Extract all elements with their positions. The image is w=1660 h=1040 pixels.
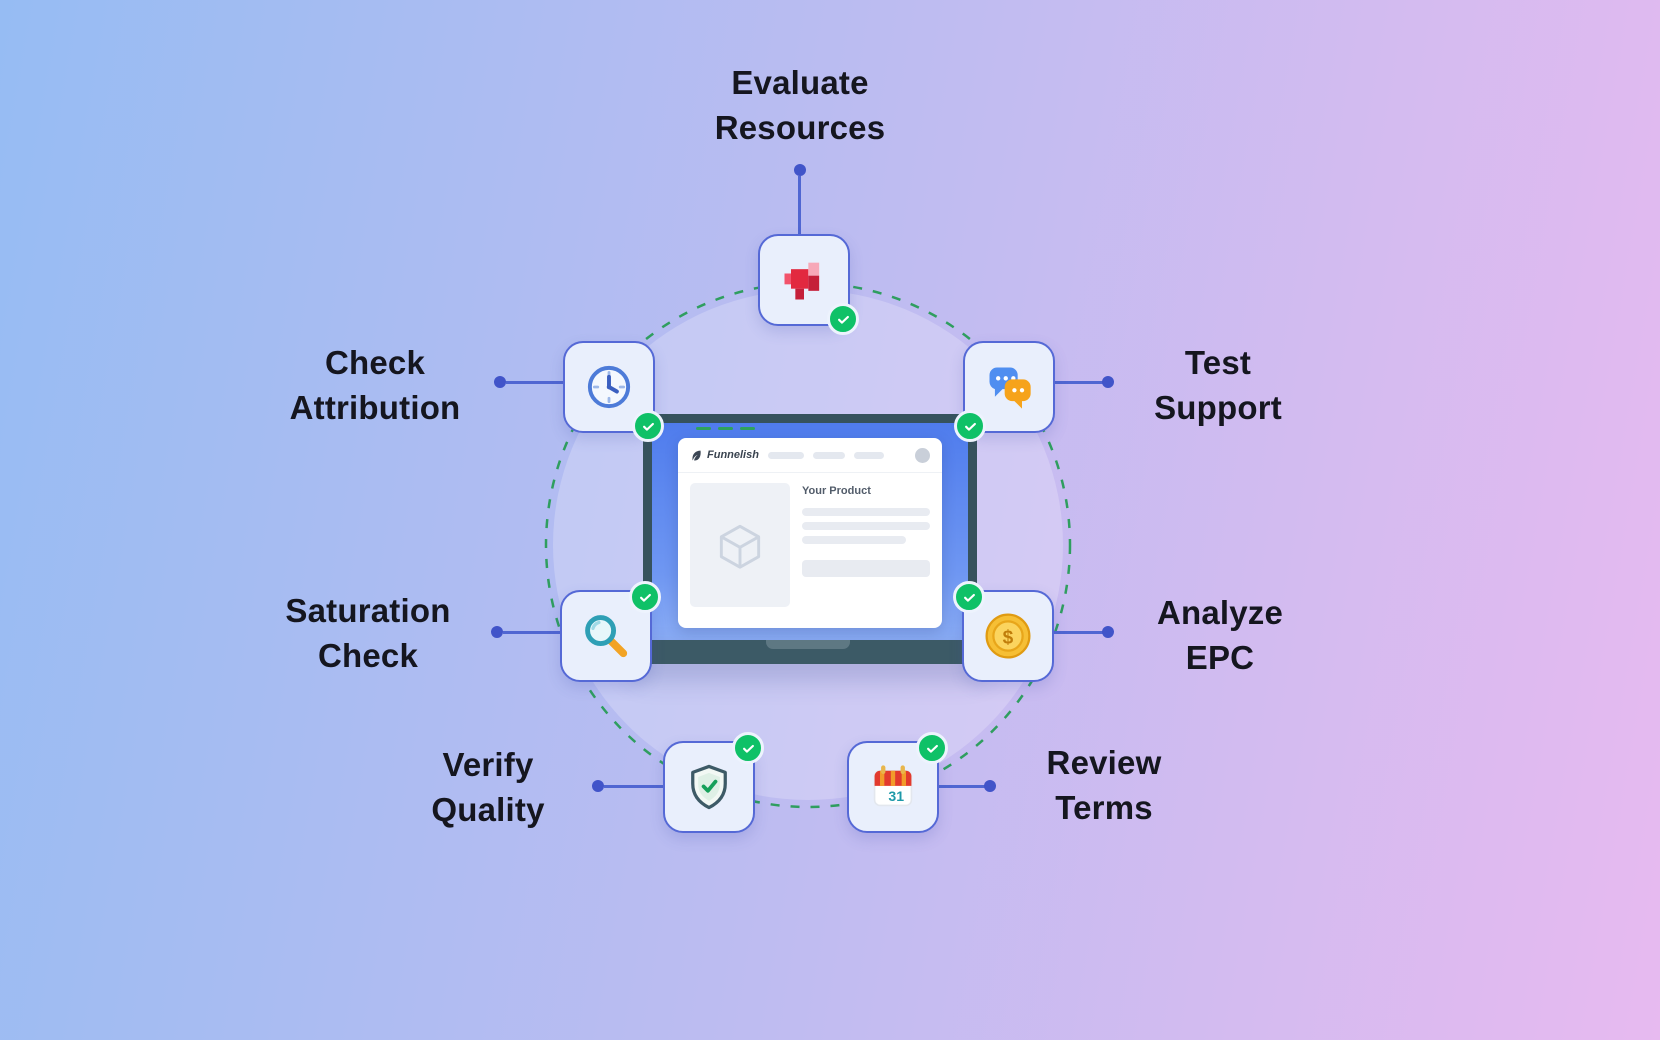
nav-placeholder-pill (812, 451, 845, 459)
connector-dot (494, 376, 506, 388)
check-badge (953, 581, 985, 613)
label-line: Evaluate (731, 64, 869, 101)
check-badge (827, 303, 859, 335)
clock-icon (582, 360, 636, 414)
connector-dot (1102, 626, 1114, 638)
connector-dot (592, 780, 604, 792)
label-line: EPC (1185, 639, 1255, 676)
connector-dot (491, 626, 503, 638)
connector-dot (1102, 376, 1114, 388)
connector-line (604, 785, 663, 788)
check-badge (732, 732, 764, 764)
label-verify-quality: Verify Quality (431, 742, 544, 832)
button-placeholder (802, 560, 930, 577)
label-line: Check (324, 344, 426, 381)
laptop-base (630, 640, 986, 664)
calendar-icon: 31 (867, 761, 919, 813)
card-evaluate-resources (758, 234, 859, 335)
connector-line (798, 176, 801, 234)
product-image-placeholder (690, 483, 790, 607)
connector-line (506, 381, 563, 384)
card-saturation-check (560, 581, 661, 682)
dollar-symbol: $ (1003, 627, 1014, 648)
avatar (915, 447, 930, 463)
browser-header: Funnelish (678, 438, 942, 473)
label-line: Quality (431, 791, 545, 828)
label-line: Test (1184, 344, 1252, 381)
label-line: Check (317, 637, 419, 674)
screen-accent-dash (718, 427, 733, 430)
product-details: Your Product (802, 483, 930, 607)
card-test-support (954, 341, 1055, 442)
laptop-display: Funnelish (652, 423, 968, 640)
connector-line (1053, 381, 1106, 384)
label-review-terms: Review Terms (1047, 740, 1162, 830)
label-line: Support (1154, 389, 1282, 426)
shield-check-icon (683, 761, 735, 813)
check-badge (954, 410, 986, 442)
laptop-notch (766, 640, 850, 649)
laptop-screen: Funnelish (643, 414, 977, 640)
product-title: Your Product (802, 485, 871, 497)
screen-accent-dash (696, 427, 711, 430)
dollar-coin-icon: $ (981, 609, 1035, 663)
card-verify-quality (663, 732, 764, 833)
calendar-day-number: 31 (888, 788, 904, 804)
browser-content: Your Product (678, 473, 942, 617)
browser-window: Funnelish (678, 438, 942, 628)
label-test-support: Test Support (1154, 340, 1282, 430)
label-line: Verify (442, 746, 534, 783)
label-evaluate-resources: Evaluate Resources (715, 60, 886, 150)
label-line: Resources (714, 109, 886, 146)
text-placeholder-bar (802, 536, 906, 544)
nav-placeholder-pill (853, 451, 884, 459)
label-line: Attribution (289, 389, 461, 426)
laptop-illustration: Funnelish (630, 414, 986, 664)
megaphone-icon (778, 254, 830, 306)
label-line: Analyze (1156, 594, 1284, 631)
card-analyze-epc: $ (953, 581, 1054, 682)
label-saturation-check: Saturation Check (285, 588, 450, 678)
card-review-terms: 31 (847, 732, 948, 833)
screen-accent-dash (740, 427, 755, 430)
connector-dot (794, 164, 806, 176)
text-placeholder-bar (802, 508, 930, 516)
connector-line (1052, 631, 1106, 634)
label-line: Terms (1055, 789, 1153, 826)
brand-name: Funnelish (707, 449, 759, 461)
label-line: Review (1046, 744, 1162, 781)
label-analyze-epc: Analyze EPC (1157, 590, 1283, 680)
nav-placeholder-pill (767, 451, 804, 459)
label-check-attribution: Check Attribution (290, 340, 461, 430)
text-placeholder-bar (802, 522, 930, 530)
connector-line (503, 631, 560, 634)
card-check-attribution (563, 341, 664, 442)
check-badge (632, 410, 664, 442)
connector-dot (984, 780, 996, 792)
check-badge (629, 581, 661, 613)
cube-icon (719, 524, 761, 569)
chat-bubbles-icon (983, 361, 1035, 413)
label-line: Saturation (285, 592, 451, 629)
funnelish-logo-icon (690, 449, 703, 462)
dashed-circle (544, 281, 1072, 809)
magnifier-icon (580, 610, 632, 662)
check-badge (916, 732, 948, 764)
connector-line (937, 785, 988, 788)
